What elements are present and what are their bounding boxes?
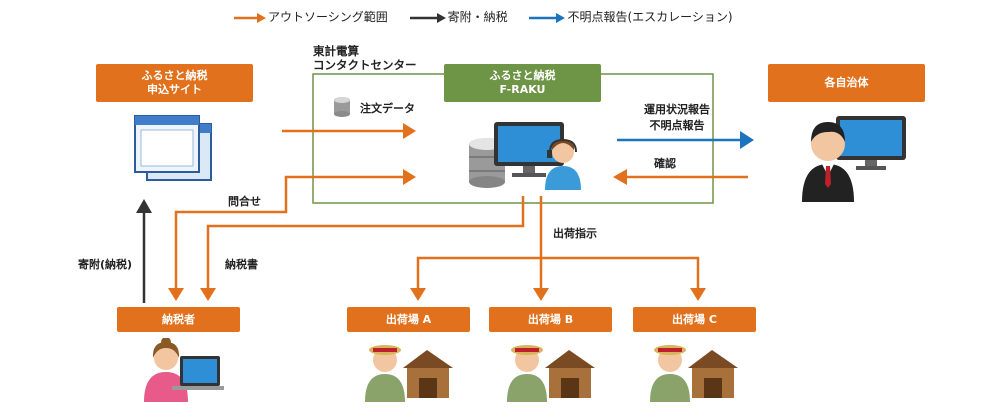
farmer-barn-icon-b — [507, 345, 595, 402]
contact-center-label: 東計電算 コンタクトセンター — [313, 44, 417, 72]
shipping-instruction-label: 出荷指示 — [553, 227, 597, 240]
taxpayer-box: 納税者 — [117, 307, 240, 332]
legend-dark-arrow-icon — [409, 12, 446, 23]
municipalities-box: 各自治体 — [768, 64, 925, 102]
application-site-box: ふるさと納税 申込サイト — [96, 64, 253, 102]
browser-window-icon — [134, 115, 212, 181]
farmer-icon — [365, 345, 405, 402]
database-small-icon — [334, 97, 350, 117]
farmer-barn-icon-c — [650, 345, 738, 402]
woman-laptop-icon — [144, 338, 224, 402]
usage-report-label: 運用状況報告 不明点報告 — [644, 103, 710, 132]
donation-tax-label: 寄附(納税) — [78, 258, 133, 271]
legend-orange-arrow-icon — [234, 12, 266, 23]
legend-blue-arrow-icon — [529, 12, 566, 23]
barn-icon — [403, 350, 453, 398]
warehouse-c-box: 出荷場 C — [633, 307, 756, 332]
monitor-icon — [494, 122, 564, 177]
legend-escalation: 不明点報告(エスカレーション) — [567, 10, 733, 24]
operator-icon — [545, 138, 581, 190]
tax-certificate-label: 納税書 — [225, 258, 258, 271]
official-person-icon — [802, 116, 906, 202]
legend: アウトソーシング範囲 寄附・納税 不明点報告(エスカレーション) — [232, 8, 733, 25]
inquiry-label: 問合せ — [228, 195, 261, 208]
warehouse-a-box: 出荷場 A — [347, 307, 470, 332]
legend-outsourcing: アウトソーシング範囲 — [268, 10, 388, 24]
f-raku-box: ふるさと納税 F-RAKU — [444, 64, 601, 102]
confirm-label: 確認 — [654, 157, 676, 170]
shipping-branch-line — [416, 256, 700, 290]
legend-donation: 寄附・納税 — [447, 10, 508, 24]
farmer-barn-icon-a — [365, 345, 453, 402]
tax-certificate-line — [206, 196, 525, 290]
warehouse-b-box: 出荷場 B — [489, 307, 612, 332]
inquiry-line — [174, 175, 403, 290]
order-data-label: 注文データ — [360, 102, 415, 115]
